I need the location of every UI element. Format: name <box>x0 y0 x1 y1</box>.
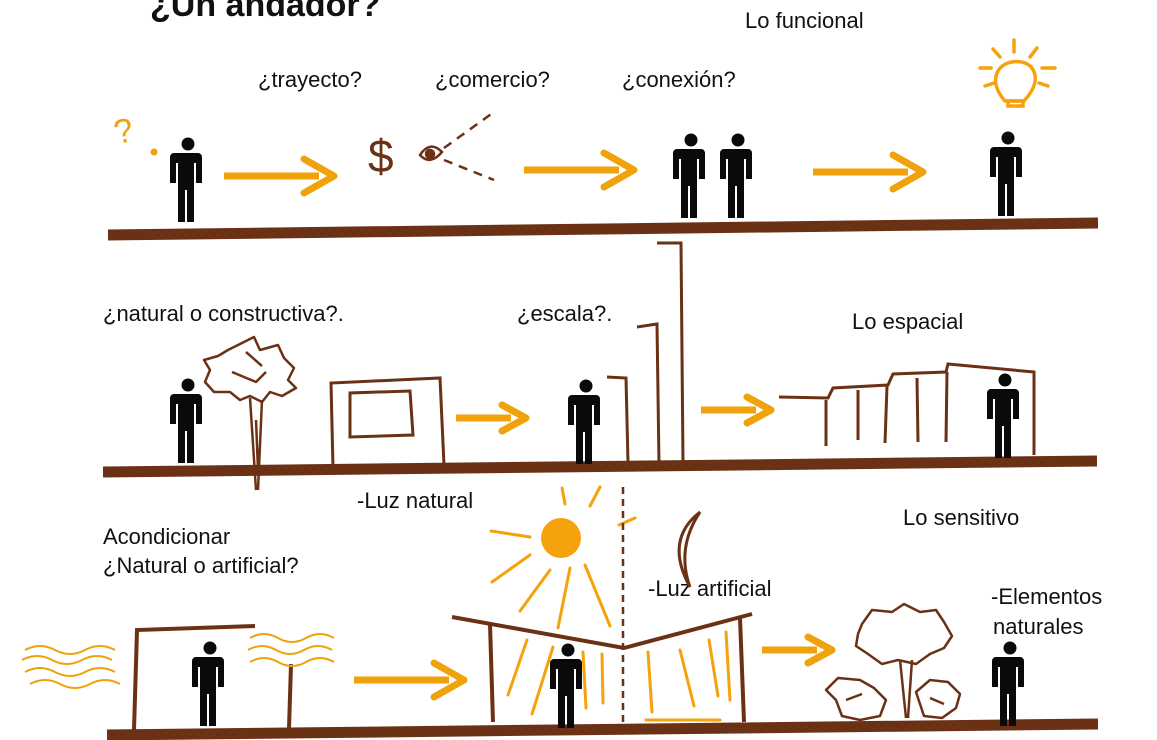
heading-sensitive: Lo sensitivo <box>903 505 1020 530</box>
heading-functional: Lo funcional <box>745 8 864 33</box>
person-6 <box>987 373 1019 458</box>
person-5 <box>568 379 600 464</box>
question-dot <box>150 148 158 156</box>
question-natural-artificial: ¿Natural o artificial? <box>103 553 299 578</box>
person-3 <box>990 131 1022 216</box>
arrow-5 <box>701 397 771 423</box>
heading-spatial: Lo espacial <box>852 309 964 334</box>
ground-line-3 <box>106 718 1099 740</box>
light-beams <box>506 630 732 722</box>
arrow-2 <box>524 153 634 187</box>
label-artificial-light: -Luz artificial <box>648 576 772 601</box>
person-2b <box>720 133 752 218</box>
wind-lines-left <box>21 645 121 689</box>
question-connection: ¿conexión? <box>622 67 736 92</box>
lightbulb-icon <box>978 38 1057 108</box>
question-route: ¿trayecto? <box>258 67 362 92</box>
moon-icon <box>677 510 702 588</box>
arrow-3 <box>813 155 923 189</box>
person-8 <box>550 643 582 728</box>
question-scale: ¿escala?. <box>517 301 613 326</box>
window-wall-sketch <box>329 376 446 469</box>
scale-walls <box>606 241 685 465</box>
arrow-4 <box>456 405 526 431</box>
ground-line-2 <box>102 455 1098 478</box>
arrow-1 <box>224 159 334 193</box>
arrow-6 <box>354 663 464 697</box>
label-condition: Acondicionar <box>103 524 231 549</box>
ground-line-1 <box>107 217 1099 241</box>
label-natural-light: -Luz natural <box>357 488 474 513</box>
tree-sketch <box>202 335 298 491</box>
question-natural-constructive: ¿natural o constructiva?. <box>103 301 344 326</box>
person-2a <box>673 133 705 218</box>
person-1 <box>170 137 202 222</box>
wind-lines-right <box>247 633 335 667</box>
shelter-frame <box>132 624 293 731</box>
person-4 <box>170 378 202 463</box>
eye-icon <box>418 110 495 182</box>
label-natural-elements-2: naturales <box>993 614 1084 639</box>
person-9 <box>992 641 1024 726</box>
sun-icon <box>541 518 581 558</box>
stepped-building <box>778 362 1036 455</box>
question-mark-symbol: ? <box>111 111 137 152</box>
shrubs-tree-sketch <box>824 602 962 722</box>
label-natural-elements-1: -Elementos <box>991 584 1103 609</box>
question-commerce: ¿comercio? <box>435 67 550 92</box>
dollar-sign: $ <box>368 130 394 182</box>
arrow-7 <box>762 637 832 663</box>
sun-rays <box>489 485 637 630</box>
person-7 <box>192 641 224 726</box>
diagram-title: ¿Un andador? <box>150 0 381 24</box>
